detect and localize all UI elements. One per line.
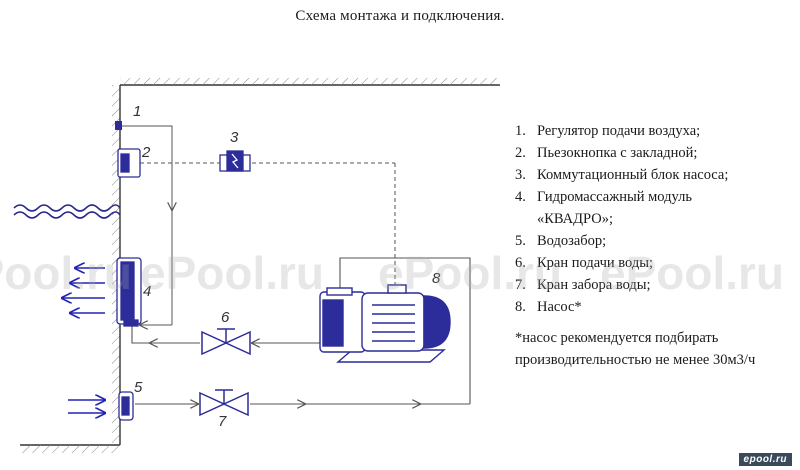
legend-item: 5.Водозабор;	[515, 233, 607, 249]
pump-note: *насос рекомендуется подбирать производи…	[515, 330, 756, 368]
water-surface	[13, 204, 121, 219]
label-8: 8	[432, 270, 441, 287]
legend: 1.Регулятор подачи воздуха; 2.Пьезокнопк…	[515, 120, 795, 371]
label-7: 7	[218, 413, 227, 430]
label-6: 6	[221, 309, 230, 326]
label-4: 4	[143, 283, 151, 300]
label-2: 2	[141, 144, 151, 161]
legend-item: 1.Регулятор подачи воздуха;	[515, 123, 701, 139]
label-3: 3	[230, 129, 239, 146]
legend-item: 4.Гидромассажный модуль «КВАДРО»;	[515, 189, 692, 227]
intake-valve	[199, 389, 249, 417]
air-regulator	[115, 121, 122, 130]
air-lines	[122, 125, 172, 325]
legend-item: 8.Насос*	[515, 299, 582, 315]
diagram-title: Схема монтажа и подключения.	[295, 8, 505, 24]
control-lines	[140, 162, 396, 286]
legend-item: 2.Пьезокнопка с закладной;	[515, 145, 698, 161]
intake-inflow-arrows	[68, 400, 105, 413]
jet-outflow-arrows	[62, 268, 105, 313]
legend-item: 7.Кран забора воды;	[515, 277, 651, 293]
supply-valve	[201, 328, 251, 356]
water-intake	[118, 391, 134, 421]
piezo-button	[117, 148, 141, 178]
corner-logo: epool.ru	[738, 453, 792, 466]
label-5: 5	[134, 379, 143, 396]
hydromassage-module	[116, 257, 142, 327]
legend-list: 1.Регулятор подачи воздуха; 2.Пьезокнопк…	[515, 120, 795, 318]
label-1: 1	[133, 103, 141, 120]
pump	[319, 284, 451, 363]
legend-item: 3.Коммутационный блок насоса;	[515, 167, 729, 183]
pool-wall	[20, 78, 500, 453]
legend-item: 6.Кран подачи воды;	[515, 255, 653, 271]
switch-block	[219, 150, 251, 172]
